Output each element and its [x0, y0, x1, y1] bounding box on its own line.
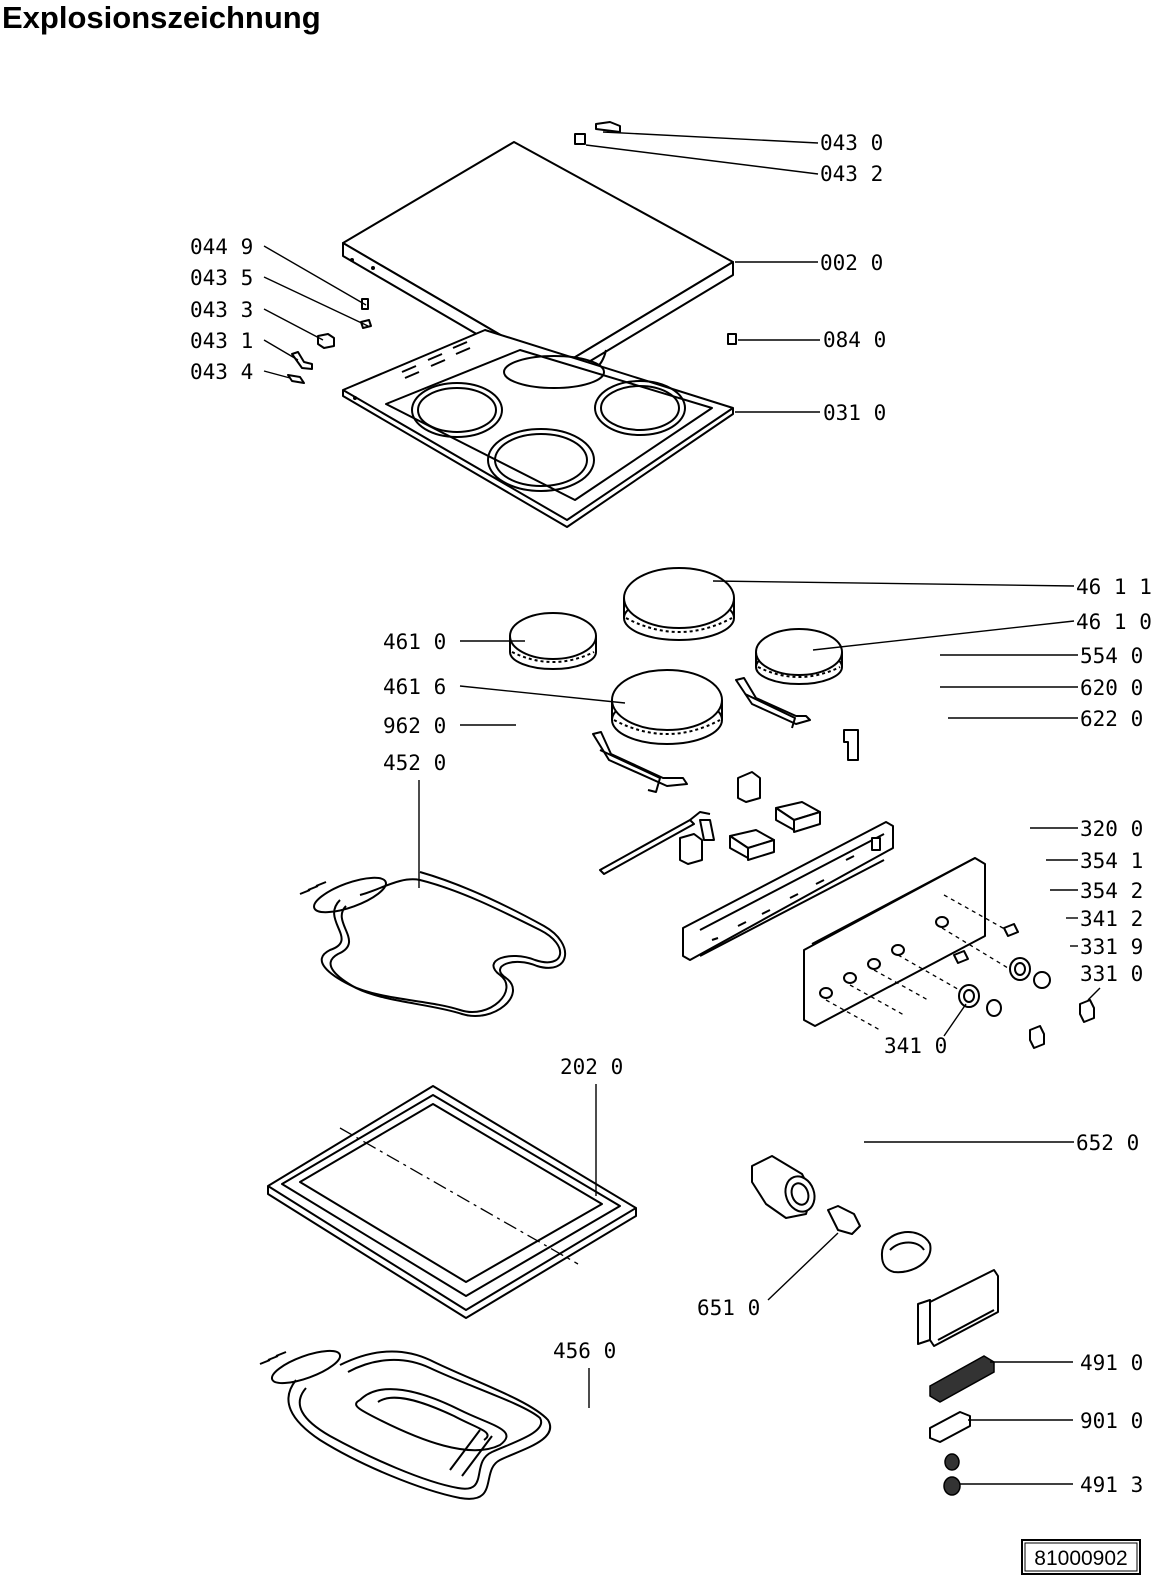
- part-label-c9620: 962 0: [383, 714, 446, 738]
- part-label-c3200: 320 0: [1080, 817, 1143, 841]
- part-label-c3541: 354 1: [1080, 849, 1143, 873]
- part-label-c6520: 652 0: [1076, 1131, 1139, 1155]
- document-number-box: 81000902: [1021, 1539, 1141, 1575]
- part-label-c3310: 331 0: [1080, 962, 1143, 986]
- part-label-c0433: 043 3: [190, 298, 253, 322]
- leader-line-c0434: [263, 370, 291, 379]
- leader-line-c3310: [1087, 987, 1101, 1001]
- part-label-c6510: 651 0: [697, 1296, 760, 1320]
- part-label-c4616: 461 6: [383, 675, 446, 699]
- leader-line-c4616: [459, 685, 626, 704]
- part-hob-tray: [342, 329, 734, 528]
- leader-line-c0432: [585, 144, 819, 175]
- callout-lines: [263, 131, 1101, 1485]
- document-number: 81000902: [1034, 1547, 1127, 1570]
- part-label-c0434: 043 4: [190, 360, 253, 384]
- leader-line-c6510: [767, 1232, 839, 1301]
- part-control-panel: [682, 821, 1011, 1031]
- part-label-c5540: 554 0: [1080, 644, 1143, 668]
- part-label-c3410: 341 0: [884, 1034, 947, 1058]
- part-label-c0840: 084 0: [823, 328, 886, 352]
- part-label-c0020: 002 0: [820, 251, 883, 275]
- part-bottom-heating-element: [259, 1349, 552, 1500]
- part-label-c9010: 901 0: [1080, 1409, 1143, 1433]
- part-label-c3412: 341 2: [1080, 907, 1143, 931]
- leader-line-c0433: [263, 308, 324, 341]
- part-hotplates: [509, 567, 843, 745]
- part-label-c4520: 452 0: [383, 751, 446, 775]
- part-label-c3319: 331 9: [1080, 935, 1143, 959]
- part-label-c0449: 044 9: [190, 235, 253, 259]
- part-label-c0430: 043 0: [820, 131, 883, 155]
- part-knobs-controls: [953, 923, 1095, 1049]
- part-oven-tray: [267, 1085, 637, 1319]
- part-label-c3542: 354 2: [1080, 879, 1143, 903]
- part-label-c4910: 491 0: [1080, 1351, 1143, 1375]
- part-label-c6200: 620 0: [1080, 676, 1143, 700]
- part-label-c6220: 622 0: [1080, 707, 1143, 731]
- part-label-c4913: 491 3: [1080, 1473, 1143, 1497]
- diagram-title: Explosionszeichnung: [2, 0, 321, 35]
- part-label-c4610l: 461 0: [383, 630, 446, 654]
- leader-line-c4610r: [812, 620, 1075, 651]
- leader-line-c4611: [712, 580, 1075, 587]
- part-label-c4610r: 46 1 0: [1076, 610, 1152, 634]
- part-label-c0310: 031 0: [823, 401, 886, 425]
- leader-line-c0431: [263, 339, 299, 361]
- leader-line-c0430: [602, 131, 819, 144]
- part-hotplate-brackets: [592, 677, 859, 793]
- part-small-clips-top: [287, 121, 737, 384]
- part-label-c4611: 46 1 1: [1076, 575, 1152, 599]
- part-label-c0435: 043 5: [190, 266, 253, 290]
- part-control-small: [599, 771, 821, 875]
- part-electrical-parts: [917, 1269, 999, 1496]
- part-oven-lamp: [751, 1155, 932, 1274]
- part-label-c0431: 043 1: [190, 329, 253, 353]
- part-top-heating-element: [299, 871, 567, 1017]
- part-label-c2020: 202 0: [560, 1055, 623, 1079]
- leader-line-c0449: [263, 245, 367, 306]
- part-label-c0432: 043 2: [820, 162, 883, 186]
- callout-labels: 043 0 043 2 002 0 084 0 031 0 044 9 043 5 043 3…: [190, 131, 1152, 1497]
- part-label-c4560: 456 0: [553, 1339, 616, 1363]
- leader-line-c3410: [943, 1003, 967, 1037]
- leader-line-c0435: [263, 276, 369, 327]
